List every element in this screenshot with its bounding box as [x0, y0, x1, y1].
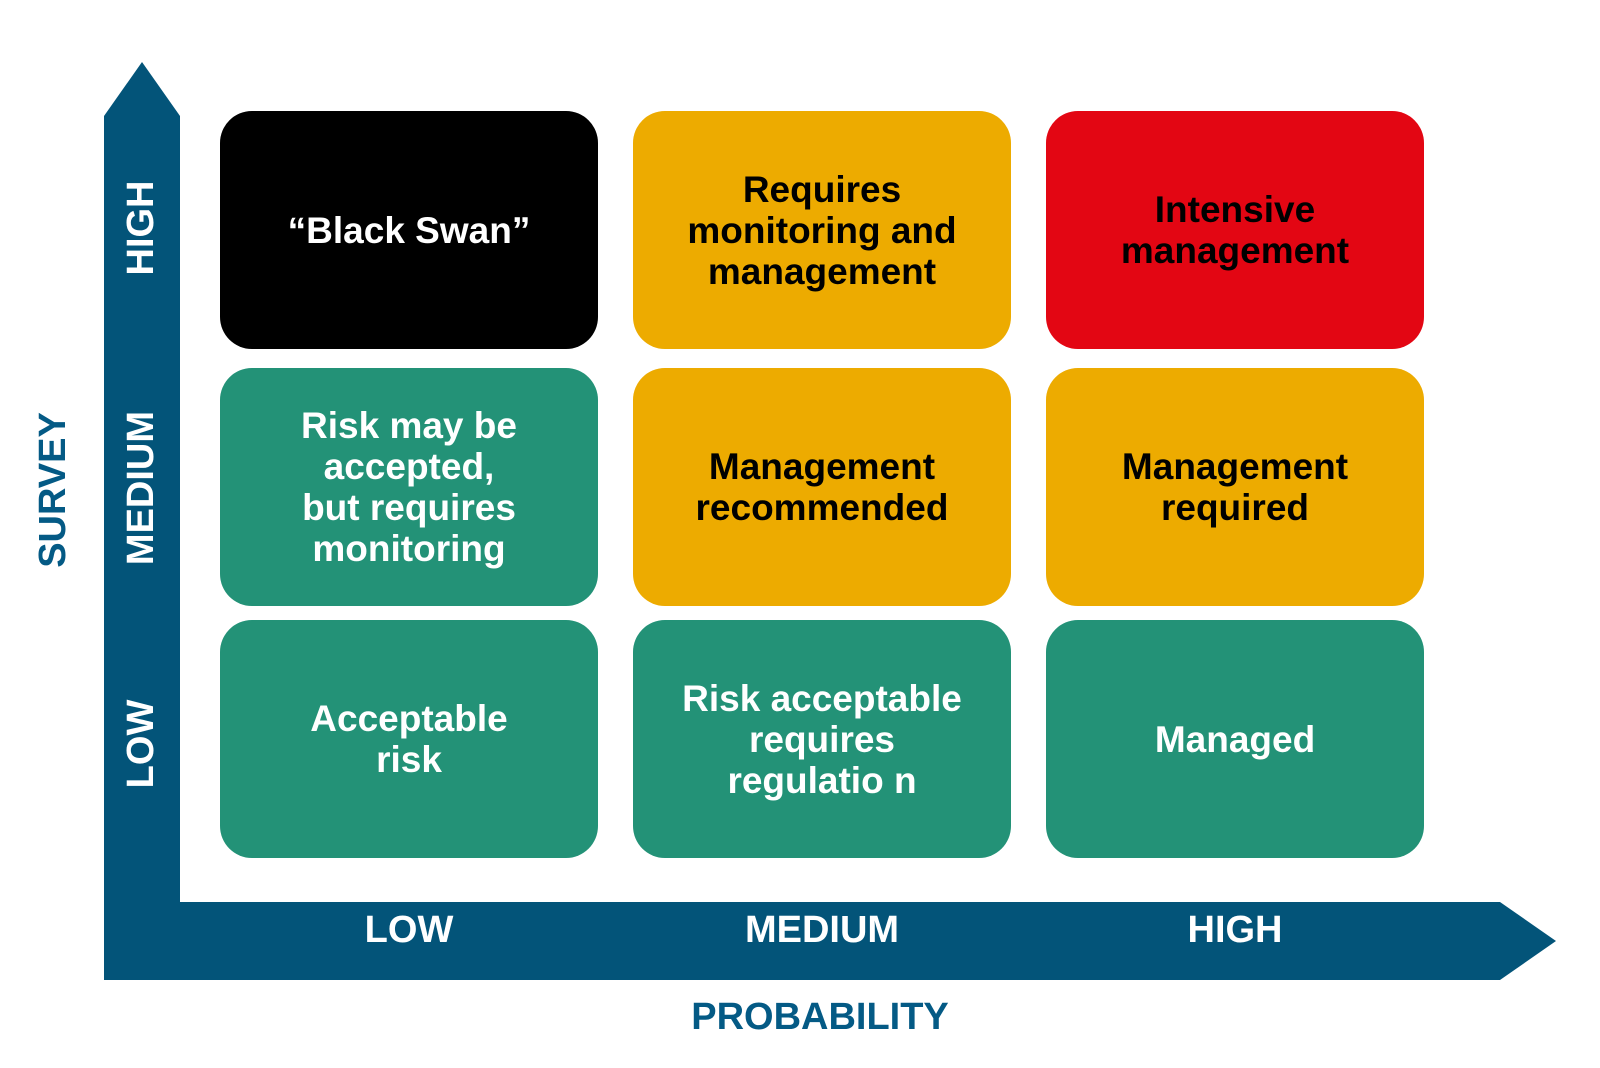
cell-label: Risk acceptable requires regulatio n	[682, 677, 962, 801]
y-tick-high: HIGH	[120, 180, 162, 276]
cell-label: Requires monitoring and management	[687, 168, 957, 292]
cell-low-high: Managed	[1046, 620, 1424, 858]
x-tick-high: HIGH	[1187, 909, 1283, 951]
y-axis-title: SURVEY	[32, 412, 74, 568]
x-tick-low: LOW	[364, 909, 454, 951]
cell-high-medium: Requires monitoring and management	[633, 111, 1011, 349]
y-axis-arrow	[104, 62, 180, 975]
x-axis-title: PROBABILITY	[691, 996, 949, 1038]
cell-label: Risk may be accepted, but requires monit…	[301, 405, 517, 569]
cell-medium-medium: Management recommended	[633, 368, 1011, 606]
cell-label: Management recommended	[695, 446, 949, 528]
cell-label: Management required	[1121, 446, 1349, 528]
cell-high-low: “Black Swan”	[220, 111, 598, 349]
cell-medium-low: Risk may be accepted, but requires monit…	[220, 368, 598, 606]
cell-label: Managed	[1154, 718, 1316, 760]
cell-label: Intensive management	[1120, 189, 1350, 271]
x-tick-medium: MEDIUM	[744, 909, 900, 951]
cell-low-low: Acceptable risk	[220, 620, 598, 858]
cell-label: Acceptable risk	[310, 698, 508, 780]
cell-high-high: Intensive management	[1046, 111, 1424, 349]
cell-label: “Black Swan”	[287, 209, 531, 251]
y-tick-medium: MEDIUM	[120, 410, 162, 566]
y-tick-low: LOW	[120, 699, 162, 789]
cell-low-medium: Risk acceptable requires regulatio n	[633, 620, 1011, 858]
cell-medium-high: Management required	[1046, 368, 1424, 606]
x-axis-arrow	[104, 902, 1556, 980]
